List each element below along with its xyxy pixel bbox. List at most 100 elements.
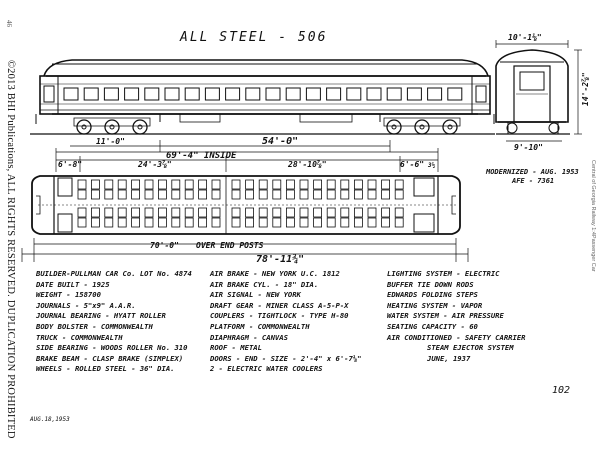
seat — [285, 217, 295, 228]
dim-height: 14'-2⅞" — [580, 72, 590, 106]
seat — [367, 217, 377, 228]
seat — [272, 217, 282, 228]
floor-plan — [31, 175, 461, 235]
seat — [381, 217, 391, 228]
seat — [326, 189, 336, 200]
end-elevation — [495, 40, 582, 142]
window — [406, 87, 422, 101]
spec-line: BODY BOLSTER - COMMONWEALTH — [36, 321, 153, 331]
seat — [91, 207, 100, 218]
seat — [285, 189, 295, 200]
seat — [353, 189, 363, 200]
seat — [313, 179, 323, 190]
window-row — [63, 87, 463, 101]
seat — [231, 179, 241, 190]
spec-line: WATER SYSTEM - AIR PRESSURE — [387, 311, 504, 321]
dim-truck-centers: 54'-0" — [262, 136, 298, 147]
dim-over-end-posts-label: OVER END POSTS — [196, 241, 264, 250]
dim-width-top: 10'-1⅛" — [508, 32, 542, 42]
spec-line: DIAPHRAGM - CANVAS — [210, 332, 288, 342]
seat — [211, 207, 221, 218]
modernized-line: AFE - 7361 — [512, 177, 555, 185]
seat — [367, 189, 377, 200]
seat — [367, 207, 377, 218]
seat — [198, 207, 208, 218]
seat — [353, 179, 363, 190]
spec-line: COUPLERS - TIGHTLOCK - TYPE H-80 — [210, 311, 349, 321]
seat — [198, 189, 208, 200]
dim-truck-width: 9'-10" — [514, 143, 543, 152]
page-number: 102 — [552, 385, 571, 396]
seat — [77, 207, 87, 218]
seat — [157, 179, 167, 190]
dim-section-e: 3½ — [427, 162, 436, 169]
seat — [131, 179, 141, 190]
spec-line: BRAKE BEAM - CLASP BRAKE (SIMPLEX) — [36, 353, 184, 363]
seat — [77, 179, 87, 190]
wheel-hub — [447, 124, 453, 130]
seat — [104, 217, 114, 228]
spec-line: AIR CONDITIONED - SAFETY CARRIER — [387, 332, 526, 342]
plan-dimensions — [21, 140, 469, 262]
seat — [272, 207, 282, 218]
dim-section-a: 6'-8" — [58, 160, 82, 169]
spec-line: AIR BRAKE - NEW YORK U.C. 1812 — [210, 269, 340, 278]
seat — [258, 179, 268, 190]
seat — [258, 189, 268, 200]
seat — [171, 217, 181, 228]
seat — [104, 189, 114, 200]
window — [346, 87, 362, 101]
seat — [117, 217, 127, 228]
spec-line: EDWARDS FOLDING STEPS — [387, 290, 478, 300]
seat — [211, 217, 221, 228]
spec-line: TRUCK - COMMONWEALTH — [36, 332, 123, 342]
window — [164, 87, 180, 101]
wheel-hub — [419, 124, 425, 130]
seat — [131, 189, 141, 200]
seat — [353, 207, 363, 218]
spec-line: WHEELS - ROLLED STEEL - 36" DIA. — [36, 364, 175, 374]
seat — [211, 189, 221, 200]
seat — [117, 207, 127, 218]
spec-line: DRAFT GEAR - MINER CLASS A-5-P-X — [210, 300, 349, 310]
seat — [326, 179, 336, 190]
seat — [231, 189, 241, 200]
spec-line: 2 - ELECTRIC WATER COOLERS — [210, 364, 323, 374]
spec-line: AIR BRAKE CYL. - 18" DIA. — [210, 279, 319, 289]
dim-section-d: 6'-6" — [400, 160, 424, 169]
seat — [340, 189, 350, 200]
window — [124, 87, 140, 101]
seat — [340, 179, 350, 190]
seat — [184, 217, 194, 228]
dim-truck-spacing: 11'-0" — [96, 137, 125, 146]
window — [427, 87, 443, 101]
wheel — [386, 119, 402, 135]
side-elevation — [30, 59, 495, 135]
window — [103, 87, 119, 101]
window — [326, 87, 342, 101]
date-stamp: AUG.18,1953 — [30, 416, 70, 423]
wheel-hub — [137, 124, 143, 130]
spec-line: LIGHTING SYSTEM - ELECTRIC — [387, 269, 500, 278]
seat — [117, 179, 127, 190]
seat — [104, 179, 114, 190]
spec-line: BUFFER TIE DOWN RODS — [387, 279, 474, 289]
window — [386, 87, 402, 101]
drawing-title: ALL STEEL - 506 — [180, 30, 328, 45]
seat — [245, 217, 255, 228]
modernized-note: MODERNIZED - AUG. 1953 AFE - 7361 — [486, 168, 579, 186]
wheel — [414, 119, 430, 135]
seat — [381, 207, 391, 218]
seat — [285, 207, 295, 218]
seat — [144, 207, 154, 218]
seat — [326, 207, 336, 218]
spec-line: STEAM EJECTOR SYSTEM — [427, 343, 514, 353]
window — [225, 87, 241, 101]
seat — [184, 207, 194, 218]
window — [204, 87, 220, 101]
seat — [381, 179, 391, 190]
seat — [272, 179, 282, 190]
dim-section-b: 24'-3⅞" — [137, 159, 172, 169]
seat — [313, 189, 323, 200]
